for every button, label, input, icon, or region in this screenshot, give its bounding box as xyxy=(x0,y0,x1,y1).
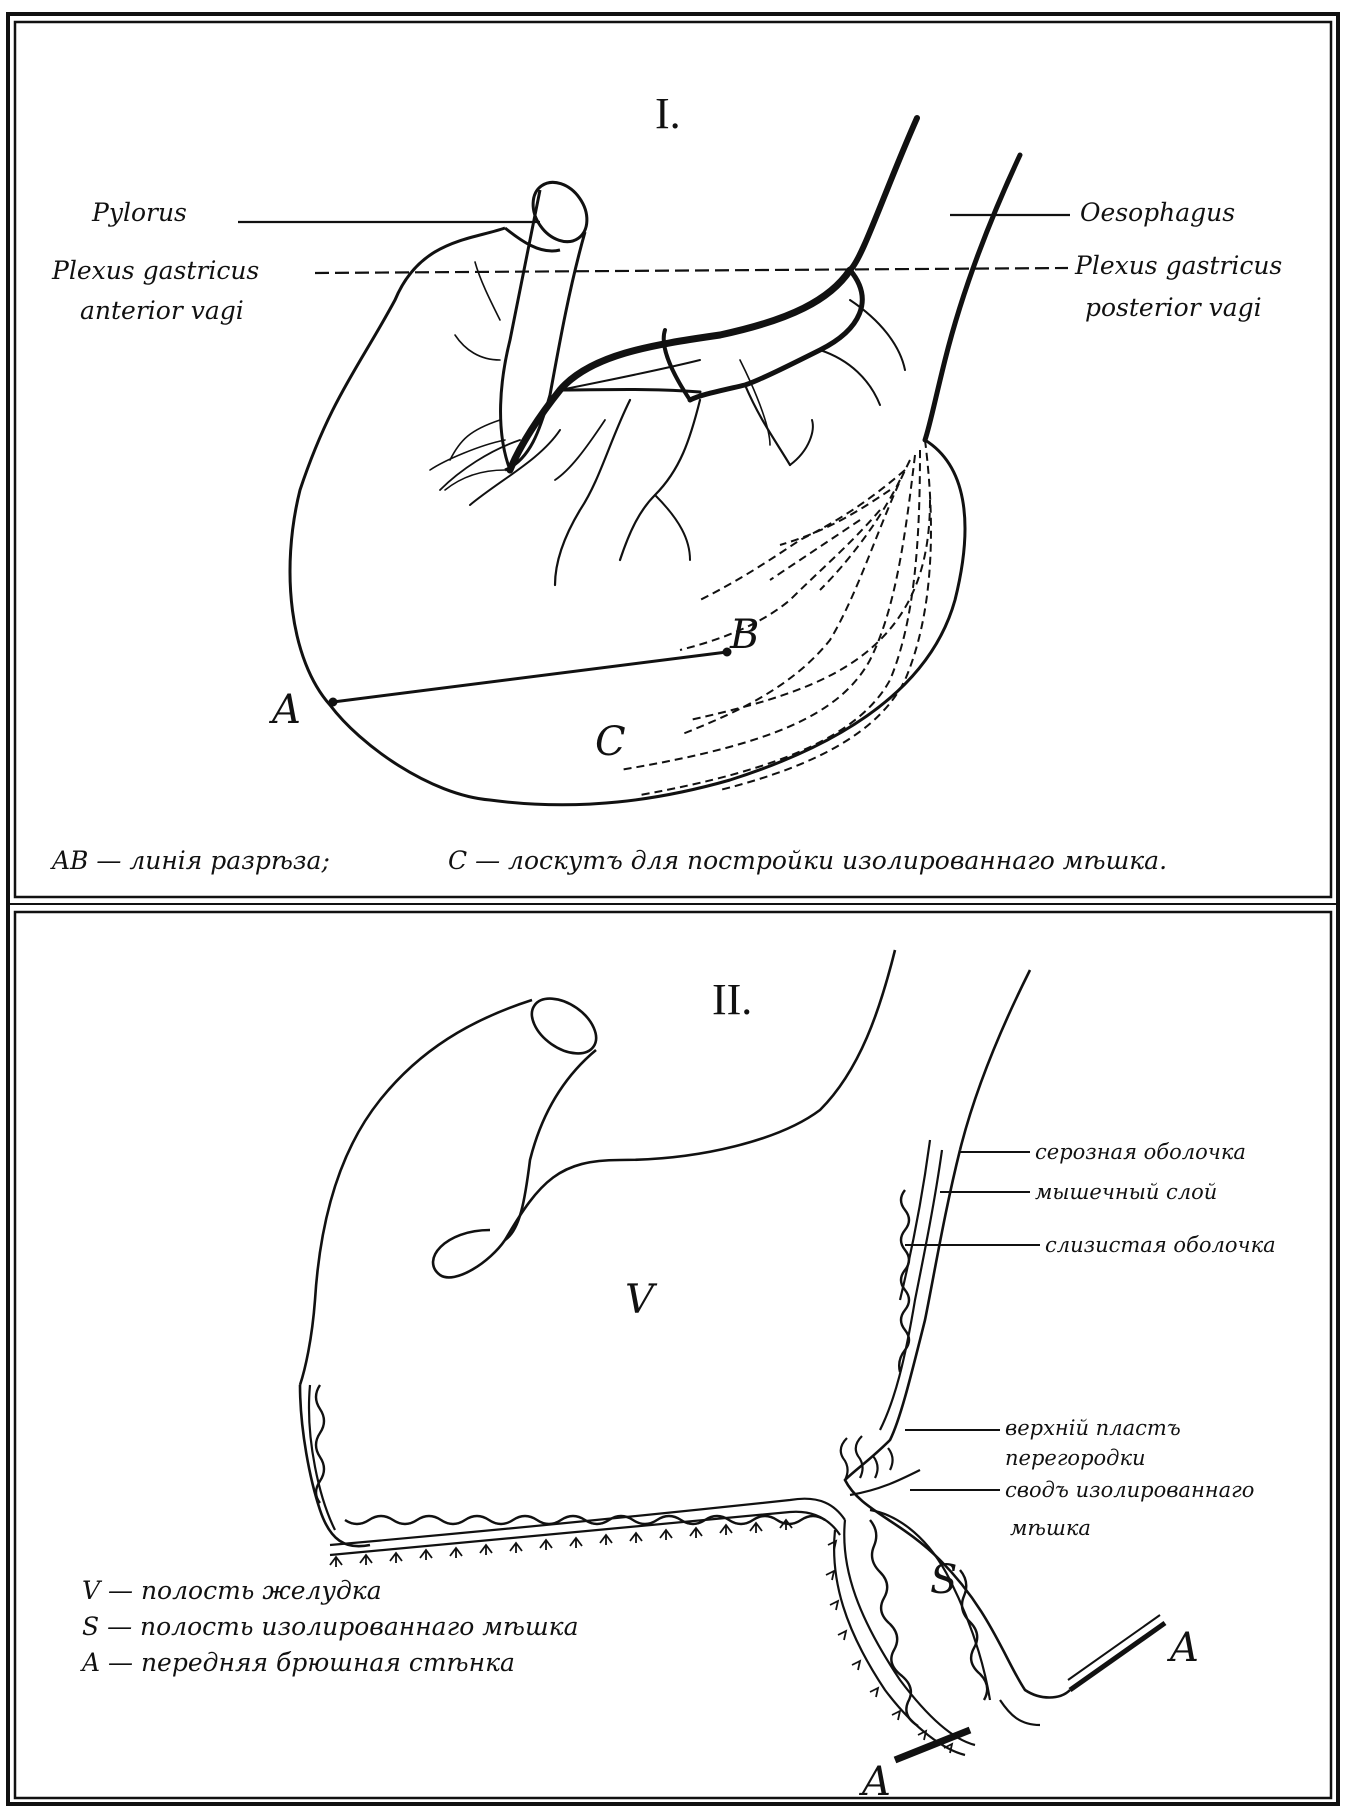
label-wall-a-right: A xyxy=(1170,1625,1199,1671)
frame xyxy=(6,12,1340,1806)
label-plexus-anterior-line1: Plexus gastricus xyxy=(52,256,260,285)
label-vault-line1: сводъ изолированнаго xyxy=(1005,1478,1255,1502)
label-septum-line1: верхній пластъ xyxy=(1005,1416,1181,1440)
cut-line-ab xyxy=(328,647,732,707)
legend-a: A — передняя брюшная стѣнка xyxy=(82,1648,515,1677)
label-cavity-v: V xyxy=(625,1277,654,1323)
plexus-posterior-i xyxy=(619,439,932,796)
label-oesophagus: Oesophagus xyxy=(1080,198,1236,227)
label-muscular: мышечный слой xyxy=(1035,1180,1218,1204)
panel-i-title: I. xyxy=(655,89,681,138)
label-vault-line2: мѣшка xyxy=(1010,1516,1091,1540)
legend-v: V — полость желудка xyxy=(82,1576,382,1605)
oesophagus-i xyxy=(847,115,1023,443)
label-plexus-anterior-line2: anterior vagi xyxy=(80,296,244,325)
legend-s: S — полость изолированнаго мѣшка xyxy=(82,1612,579,1641)
panel-ii-title: II. xyxy=(712,975,753,1024)
label-plexus-posterior-line2: posterior vagi xyxy=(1085,293,1262,322)
legend-c: C — лоскутъ для постройки изолированнаго… xyxy=(448,846,1168,875)
pointer-lines-i xyxy=(238,213,1070,275)
label-wall-a-bottom: A xyxy=(862,1759,891,1805)
plexus-anterior-i xyxy=(429,261,906,587)
label-mucosa: слизистая оболочка xyxy=(1045,1233,1276,1257)
suture-stitches xyxy=(329,1518,954,1754)
label-point-b: B xyxy=(730,612,760,658)
label-point-a: A xyxy=(272,687,301,733)
label-serosa: серозная оболочка xyxy=(1035,1140,1246,1164)
label-cavity-s: S xyxy=(930,1557,958,1603)
abdominal-wall-markers xyxy=(893,1614,1167,1764)
label-septum-line2: перегородки xyxy=(1005,1446,1146,1470)
label-flap-c: C xyxy=(595,719,626,765)
stomach-outline-i xyxy=(288,180,967,807)
label-pylorus: Pylorus xyxy=(92,198,187,227)
legend-ab: AB — линія разрѣза; xyxy=(52,846,330,875)
label-plexus-posterior-line1: Plexus gastricus xyxy=(1075,251,1283,280)
pointer-lines-ii xyxy=(905,1151,1040,1491)
